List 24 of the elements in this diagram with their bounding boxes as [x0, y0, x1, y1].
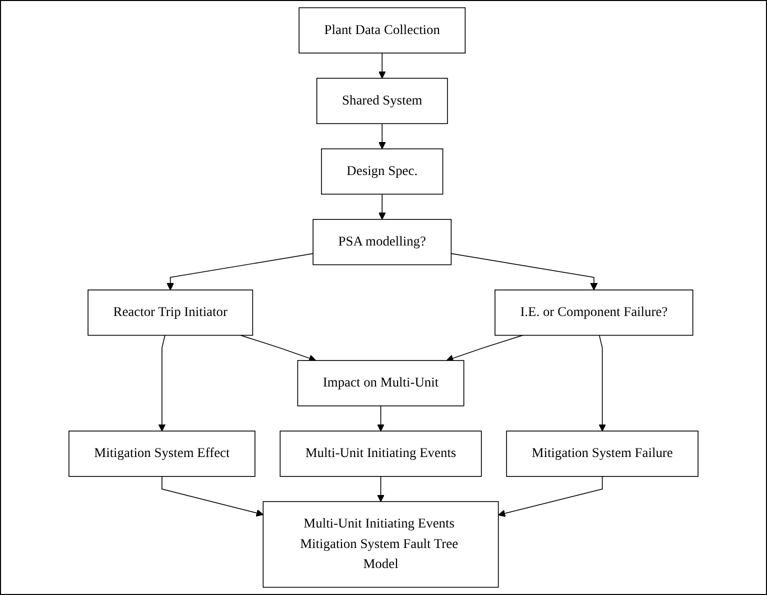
arrow — [158, 334, 166, 432]
node-box: PSA modelling? — [312, 218, 452, 266]
arrow — [377, 476, 384, 502]
node-box: Plant Data Collection — [298, 7, 466, 54]
arrow — [162, 476, 264, 517]
arrow — [498, 476, 603, 517]
arrow — [377, 405, 384, 432]
arrow — [378, 194, 386, 220]
arrow — [166, 253, 314, 290]
arrow — [378, 52, 386, 79]
node-box: Mitigation System Effect — [68, 430, 256, 477]
arrow — [446, 334, 524, 362]
arrow — [598, 334, 606, 432]
node-box: Impact on Multi-Unit — [297, 360, 464, 406]
node-box: Design Spec. — [321, 148, 444, 195]
arrow — [450, 253, 598, 290]
node-box: Multi-Unit Initiating Events — [280, 430, 482, 477]
node-box: I.E. or Component Failure? — [494, 290, 694, 336]
node-box: Multi-Unit Initiating Events Mitigation System Fault Tree Model — [262, 501, 499, 588]
node-box: Shared System — [316, 78, 448, 124]
node-box: Mitigation System Failure — [506, 430, 698, 477]
node-box: Reactor Trip Initiator — [88, 290, 254, 336]
arrow — [240, 334, 316, 362]
arrow — [378, 123, 386, 150]
